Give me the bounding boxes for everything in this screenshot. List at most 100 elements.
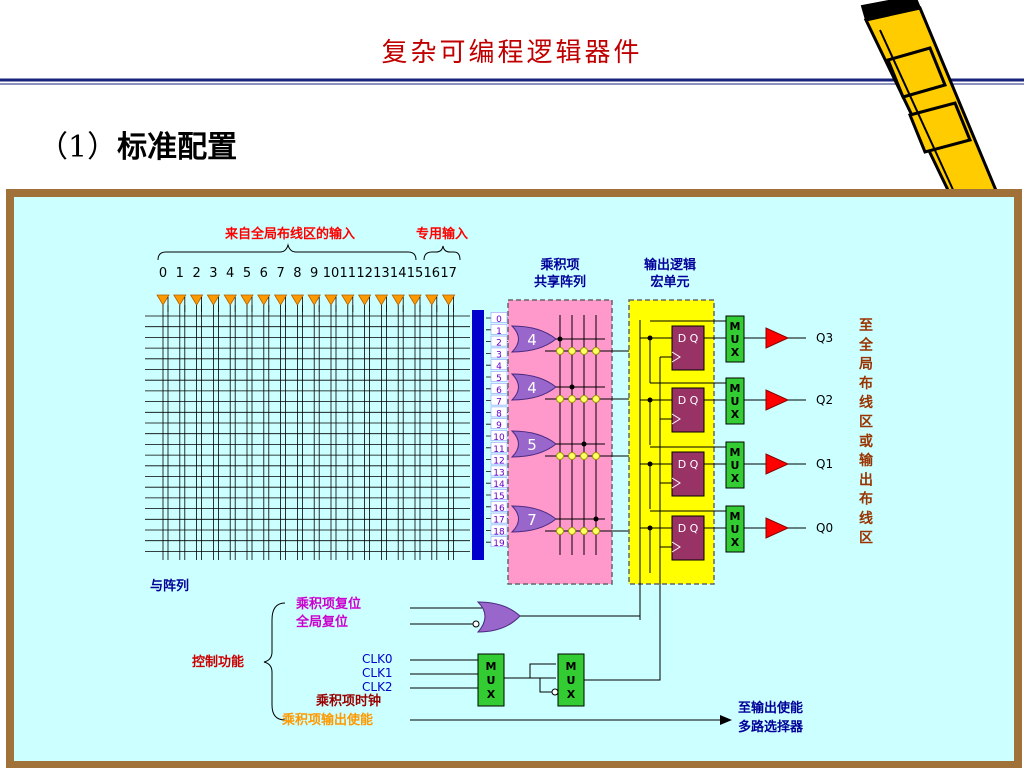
input-number: 17: [440, 266, 457, 281]
input-buffer-triangle: [408, 294, 422, 306]
mux-letter: U: [567, 674, 576, 687]
and-gate-bubble: [478, 478, 483, 489]
input-buffer-triangle: [240, 294, 254, 306]
output-buffer: [765, 327, 790, 349]
and-array-label: 与阵列: [150, 578, 189, 594]
input-buffer-triangle: [307, 294, 321, 306]
side-label-char: 或: [859, 433, 873, 450]
title-rule: [0, 78, 1024, 85]
sharing-fuse: [592, 347, 600, 355]
global-inputs-label: 来自全局布线区的输入: [224, 226, 355, 242]
product-term-number: 3: [496, 350, 502, 360]
clock-edge-marker: [671, 413, 681, 425]
product-term-number-box: [490, 312, 508, 323]
product-term-number-box: [490, 453, 508, 465]
flip-flop: [671, 325, 705, 371]
input-number: 15: [407, 266, 424, 281]
product-term-number-box: [490, 489, 508, 500]
mux-letter: M: [730, 382, 741, 395]
flip-flop-label: D Q: [678, 522, 699, 535]
input-buffer-triangle: [273, 294, 288, 306]
product-term-number: 15: [493, 492, 504, 502]
inversion-bubble: [472, 620, 480, 628]
side-label-char: 局: [859, 357, 873, 373]
oe-target-label-2: 多路选择器: [738, 719, 804, 735]
product-term-number-box: [490, 371, 508, 382]
input-number: 9: [310, 266, 318, 281]
input-buffers: [156, 294, 456, 312]
side-label-char: 线: [859, 394, 873, 411]
pt-oe-label: 乘积项输出使能: [281, 712, 373, 728]
pencil-decoration: [860, 0, 1002, 217]
sharing-fuse: [592, 395, 600, 403]
output-buffer: [765, 389, 790, 411]
flip-flop: [671, 387, 705, 433]
product-term-number: 16: [493, 504, 505, 514]
and-gate-bubble: [478, 324, 483, 335]
and-gate-bubble: [478, 501, 483, 512]
sharing-fuse: [580, 452, 588, 460]
input-buffer-triangle: [357, 294, 372, 306]
output-pin-label: Q1: [816, 457, 833, 471]
clock-1-label: CLK1: [362, 666, 393, 680]
sharing-fuse: [556, 347, 564, 355]
product-term-number-box: [490, 465, 508, 477]
and-gate-bubble: [478, 431, 483, 441]
section-heading: （1）标准配置: [38, 122, 237, 166]
product-term-number: 19: [493, 539, 505, 549]
product-term-number-box: [490, 347, 508, 359]
junction-dot: [569, 384, 575, 390]
junction-dot: [593, 516, 599, 522]
macro-label-2: 宏单元: [650, 274, 689, 290]
product-term-number: 4: [496, 362, 502, 372]
input-number: 11: [340, 266, 357, 281]
sharing-fuse: [580, 395, 588, 403]
product-term-number-box: [490, 382, 508, 394]
side-label-char: 至: [859, 318, 873, 334]
mux-letter: X: [731, 536, 740, 549]
dedicated-inputs-brace: [423, 245, 461, 261]
product-term-number-box: [490, 323, 508, 335]
input-buffer-triangle: [257, 294, 271, 306]
product-term-number-box: [490, 430, 508, 441]
and-gate-bubble: [478, 407, 483, 418]
oe-arrowhead: [720, 715, 732, 725]
product-term-number-box: [490, 512, 508, 524]
product-term-number-box: [490, 536, 508, 548]
product-term-number: 11: [493, 445, 504, 455]
product-term-number: 14: [493, 480, 505, 490]
input-buffer-triangle: [425, 294, 439, 306]
sharing-fuse: [592, 527, 600, 535]
product-term-number: 9: [496, 421, 502, 431]
control-label: 控制功能: [192, 654, 244, 670]
product-term-number: 5: [496, 374, 502, 384]
mux-letter: X: [731, 346, 740, 359]
output-mux: [725, 377, 745, 425]
product-term-number-box: [490, 406, 508, 418]
sharing-fuse: [568, 395, 576, 403]
product-term-number: 2: [496, 339, 502, 349]
product-term-number: 0: [496, 315, 502, 325]
or-gate: [510, 505, 557, 533]
and-gate-bubble: [478, 442, 483, 453]
and-gate-bubble: [478, 395, 483, 406]
sharing-label-1: 乘积项: [539, 257, 579, 273]
input-number: 16: [424, 266, 441, 281]
and-gate-bubble: [478, 383, 483, 394]
input-buffer-triangle: [324, 294, 338, 306]
clock-edge-marker: [671, 351, 681, 363]
sharing-fuse: [556, 452, 564, 460]
global-inputs-brace: [157, 243, 417, 261]
inversion-bubble: [551, 688, 559, 696]
product-term-number-box: [490, 418, 508, 430]
input-buffer-triangle: [206, 294, 221, 306]
output-mux: [725, 505, 745, 553]
product-term-number: 17: [493, 516, 504, 526]
and-gate-bubble: [478, 336, 483, 347]
input-buffer-triangle: [173, 294, 187, 306]
product-term-number-box: [490, 524, 508, 536]
mux-letter: X: [731, 408, 740, 421]
